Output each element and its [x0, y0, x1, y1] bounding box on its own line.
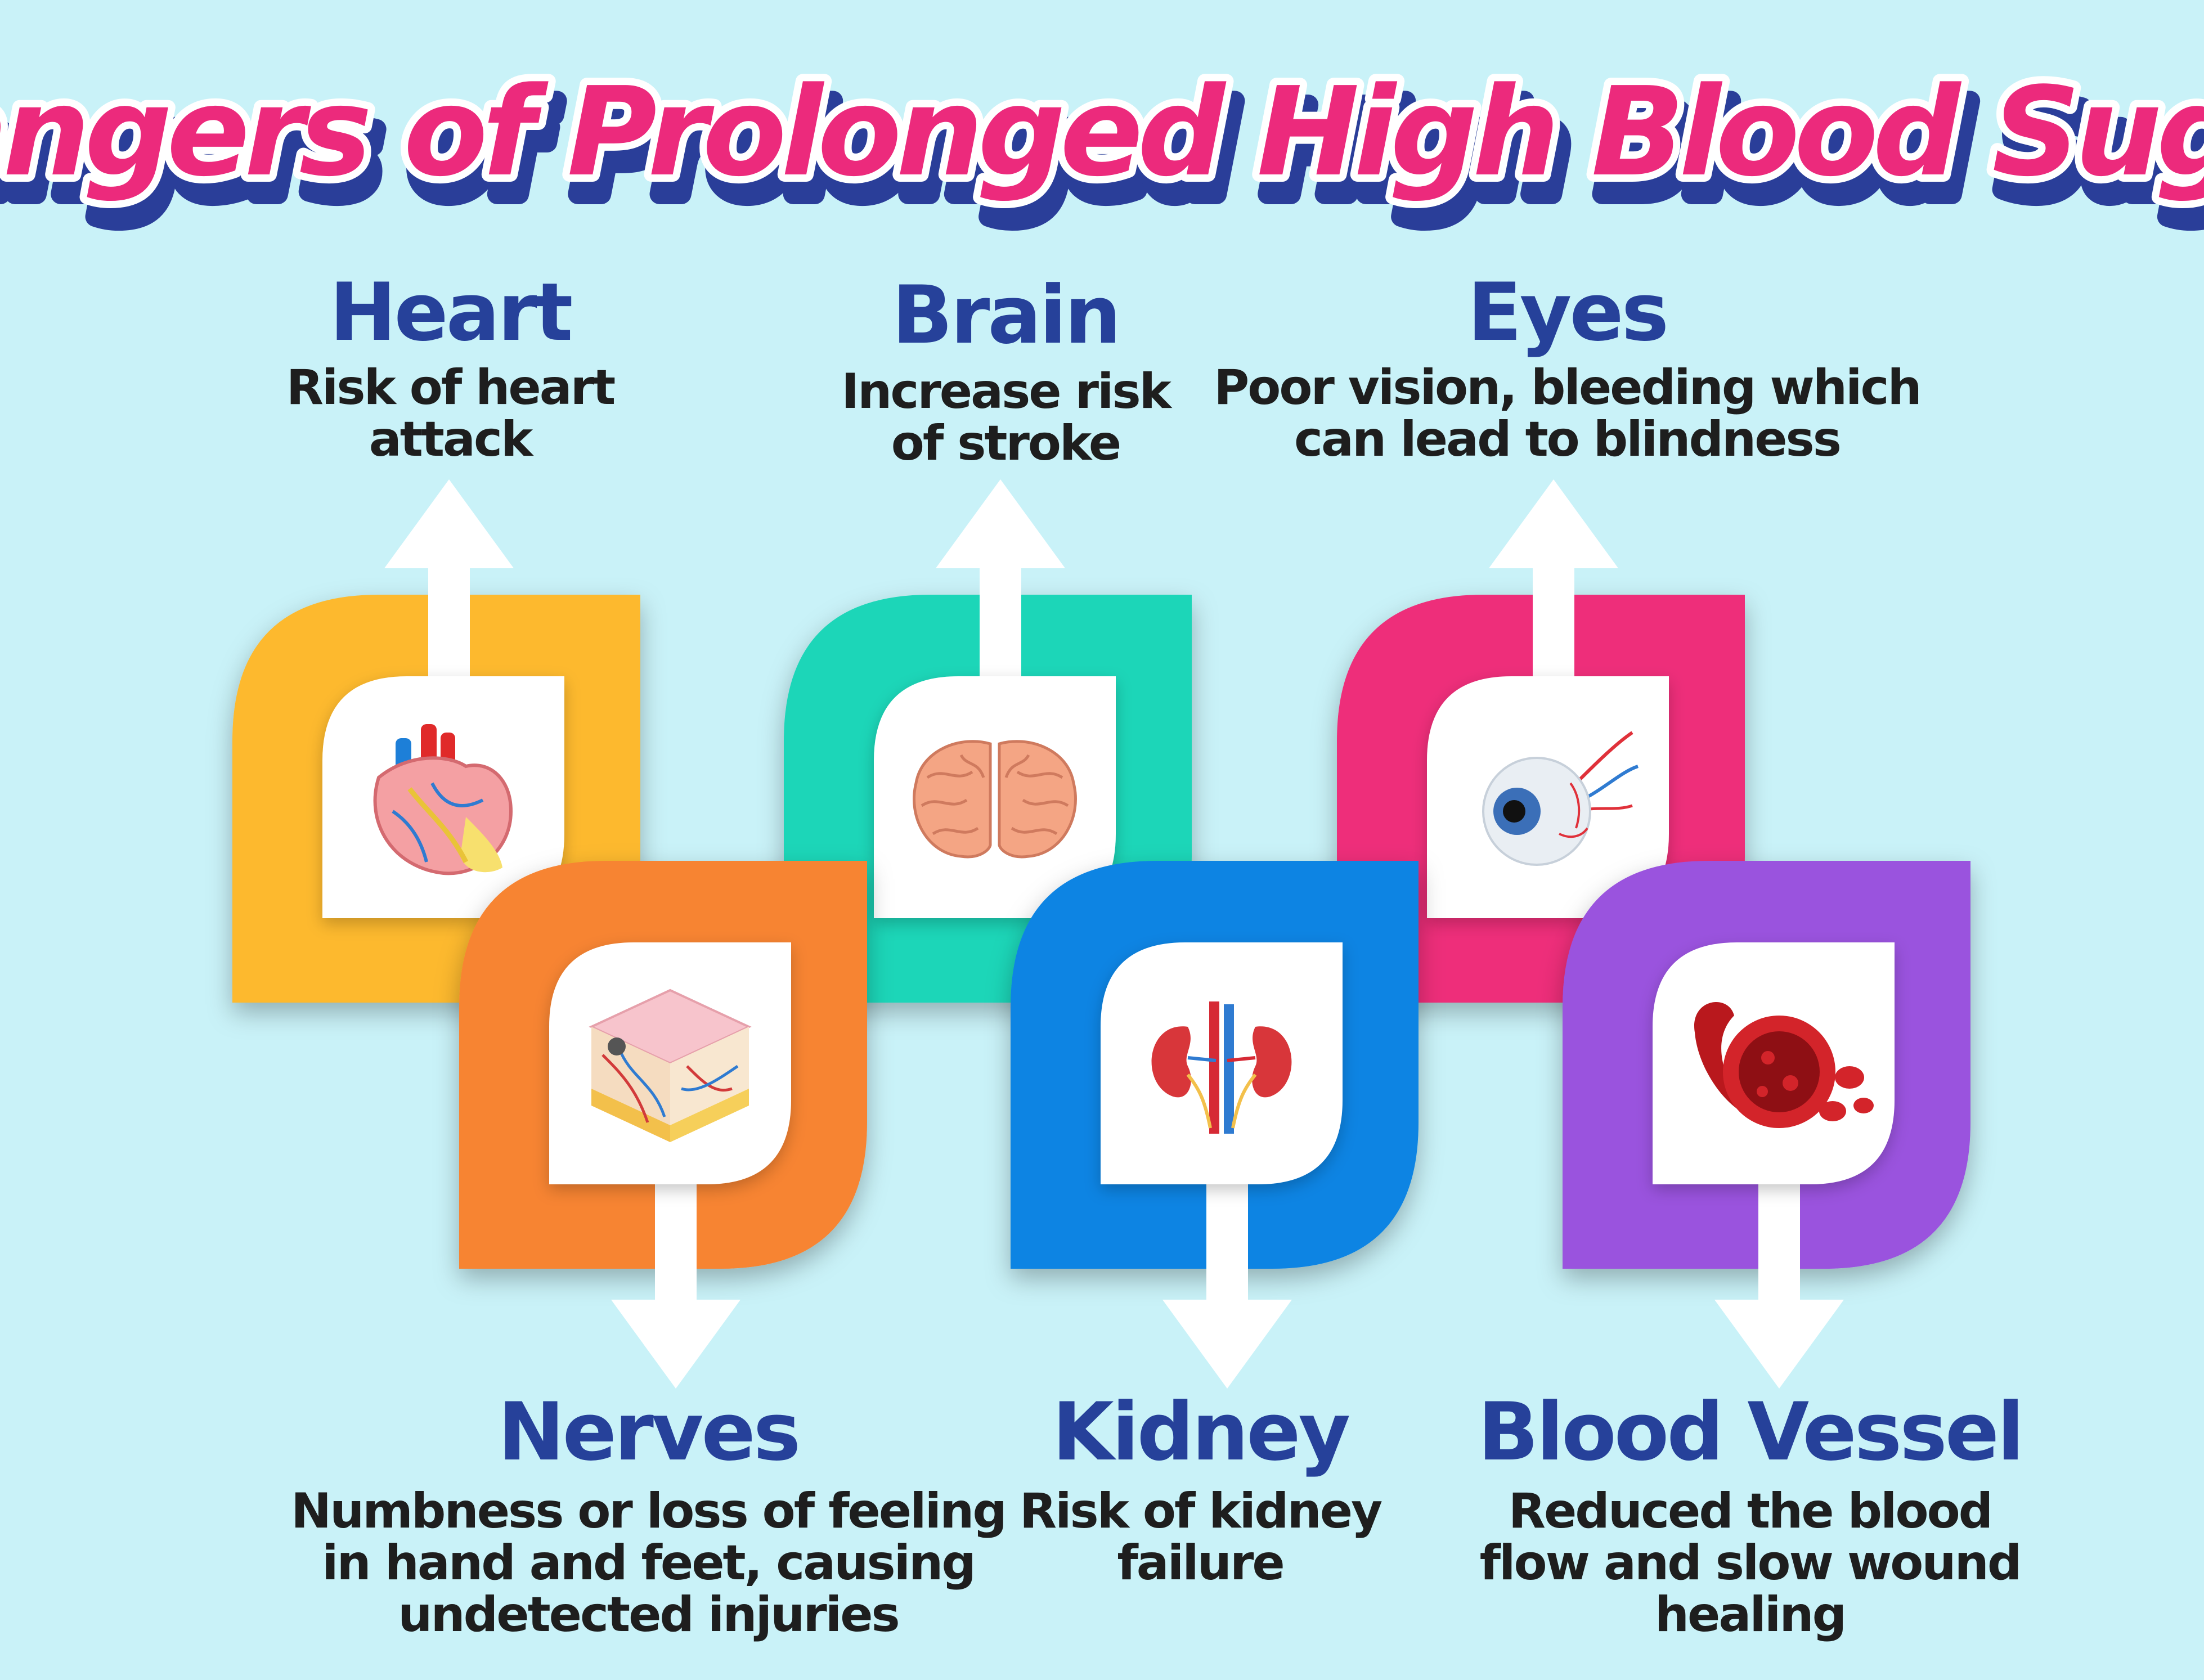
description-nerves: Numbness or loss of feeling in hand and … [291, 1483, 1007, 1643]
block-brain-card [874, 676, 1116, 918]
description-kidney-line-1: Risk of kidney [1019, 1483, 1382, 1539]
description-heart-line-1: Risk of heart [286, 360, 616, 416]
description-kidney: Risk of kidney failure [1019, 1483, 1382, 1591]
heading-eyes: Eyes [1467, 266, 1669, 359]
heading-brain: Brain [892, 269, 1121, 362]
description-heart-line-2: attack [369, 411, 533, 468]
description-blood-vessel-line-1: Reduced the blood [1508, 1483, 1994, 1539]
eyeball-icon [1482, 731, 1639, 866]
arrow-up-icon [936, 479, 1065, 681]
description-brain-line-1: Increase risk [841, 363, 1171, 420]
description-blood-vessel-line-3: healing [1654, 1587, 1847, 1643]
description-heart: Risk of heart attack [286, 360, 616, 468]
heading-heart: Heart [329, 266, 573, 359]
block-kidney [1011, 861, 1419, 1389]
description-nerves-line-2: in hand and feet, causing [322, 1535, 976, 1591]
description-brain: Increase risk of stroke [841, 363, 1171, 471]
title: Dangers of Prolonged High Blood Sugar Da… [0, 54, 2204, 233]
title-shadow: Dangers of Prolonged High Blood Sugar [0, 81, 2204, 223]
description-eyes-line-2: can lead to blindness [1294, 411, 1842, 468]
arrow-up-icon [384, 479, 514, 681]
blood-vessel-icon [1694, 1002, 1874, 1128]
description-blood-vessel-line-2: flow and slow wound [1479, 1535, 2022, 1591]
heart-icon [373, 724, 513, 875]
description-nerves-line-3: undetected injuries [398, 1587, 900, 1643]
title-text: Dangers of Prolonged High Blood Sugar [0, 61, 2204, 204]
block-blood_vessel [1563, 861, 1970, 1389]
kidney-icon [1151, 1001, 1292, 1134]
heading-nerves: Nerves [497, 1386, 801, 1479]
description-eyes: Poor vision, bleeding which can lead to … [1214, 360, 1922, 468]
skin-nerves-icon [589, 989, 752, 1142]
description-nerves-line-1: Numbness or loss of feeling [291, 1483, 1007, 1539]
brain-icon [913, 740, 1077, 859]
description-brain-line-2: of stroke [891, 415, 1121, 471]
block-brain [784, 479, 1192, 1003]
block-kidney-card [1101, 942, 1343, 1184]
arrow-up-icon [1489, 479, 1618, 681]
heading-kidney: Kidney [1052, 1386, 1350, 1479]
description-blood-vessel: Reduced the blood flow and slow wound he… [1479, 1483, 2022, 1643]
title-outline: Dangers of Prolonged High Blood Sugar [0, 61, 2204, 204]
organ-blocks [232, 479, 1970, 1389]
description-eyes-line-1: Poor vision, bleeding which [1214, 360, 1922, 416]
heading-blood-vessel: Blood Vessel [1478, 1386, 2025, 1479]
block-nerves [459, 861, 867, 1389]
description-kidney-line-2: failure [1117, 1535, 1285, 1591]
